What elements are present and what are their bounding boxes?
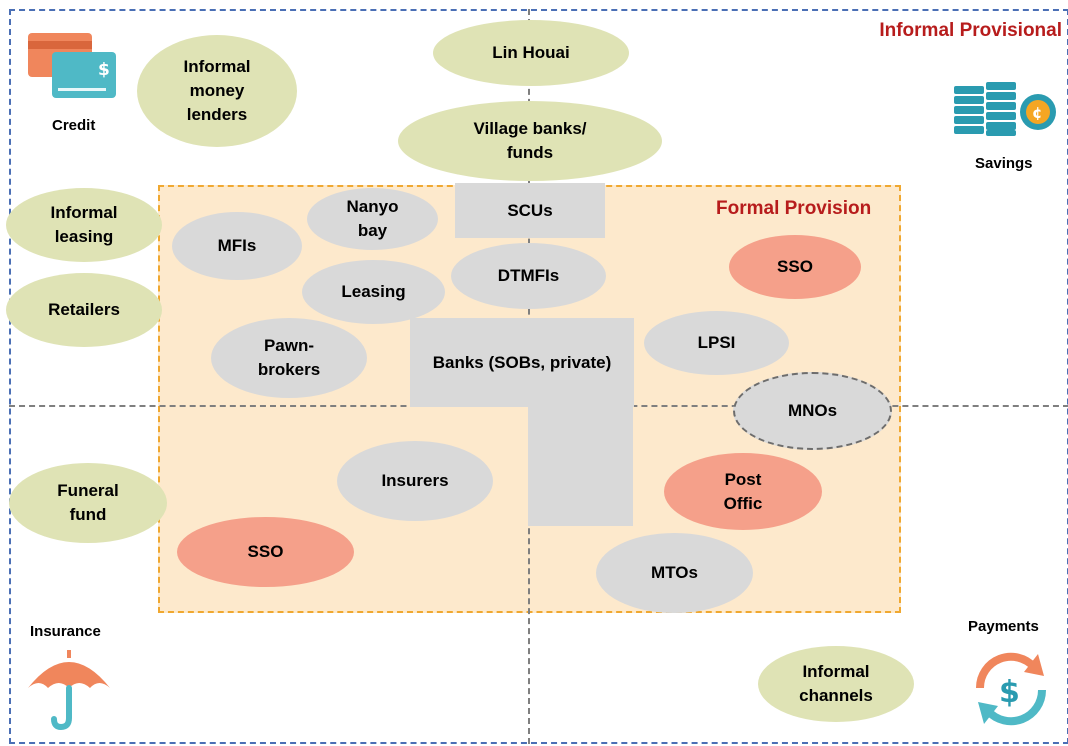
formal-provision-title: Formal Provision <box>716 198 872 219</box>
umbrella-icon <box>24 648 114 731</box>
mtos-node: MTOs <box>596 533 753 613</box>
nanyo-bay-node: Nanyo bay <box>307 188 438 250</box>
lin-houai-node: Lin Houai <box>433 20 629 86</box>
leasing-node: Leasing <box>302 260 445 324</box>
dtmfis-node: DTMFIs <box>451 243 606 309</box>
post-office-node: Post Offic <box>664 453 822 530</box>
dollar-cycle-icon: $ <box>966 648 1056 730</box>
svg-text:¢: ¢ <box>1032 104 1042 122</box>
scus-node: SCUs <box>455 183 605 238</box>
banks-node: Banks (SOBs, private) <box>410 318 634 407</box>
funeral-fund-node: Funeral fund <box>9 463 167 543</box>
informal-provision-title: Informal Provisional <box>879 20 1062 41</box>
lpsi-node: LPSI <box>644 311 789 375</box>
savings-label: Savings <box>975 155 1033 172</box>
retailers-node: Retailers <box>6 273 162 347</box>
pawnbrokers-node: Pawn- brokers <box>211 318 367 398</box>
insurance-label: Insurance <box>30 623 101 640</box>
svg-text:$: $ <box>999 675 1020 710</box>
sso-savings-node: SSO <box>729 235 861 299</box>
mnos-node: MNOs <box>733 372 892 450</box>
credit-label: Credit <box>52 117 96 134</box>
svg-text:$: $ <box>98 60 110 80</box>
village-banks-node: Village banks/ funds <box>398 101 662 181</box>
informal-channels-node: Informal channels <box>758 646 914 722</box>
mfis-node: MFIs <box>172 212 302 280</box>
insurers-node: Insurers <box>337 441 493 521</box>
coin-stack-icon: ¢ <box>952 80 1058 140</box>
informal-money-lenders-node: Informal money lenders <box>137 35 297 147</box>
banks-shape-extension <box>528 405 633 526</box>
payments-label: Payments <box>968 618 1039 635</box>
credit-card-icon: $ <box>26 30 118 102</box>
sso-insurance-node: SSO <box>177 517 354 587</box>
informal-leasing-node: Informal leasing <box>6 188 162 262</box>
